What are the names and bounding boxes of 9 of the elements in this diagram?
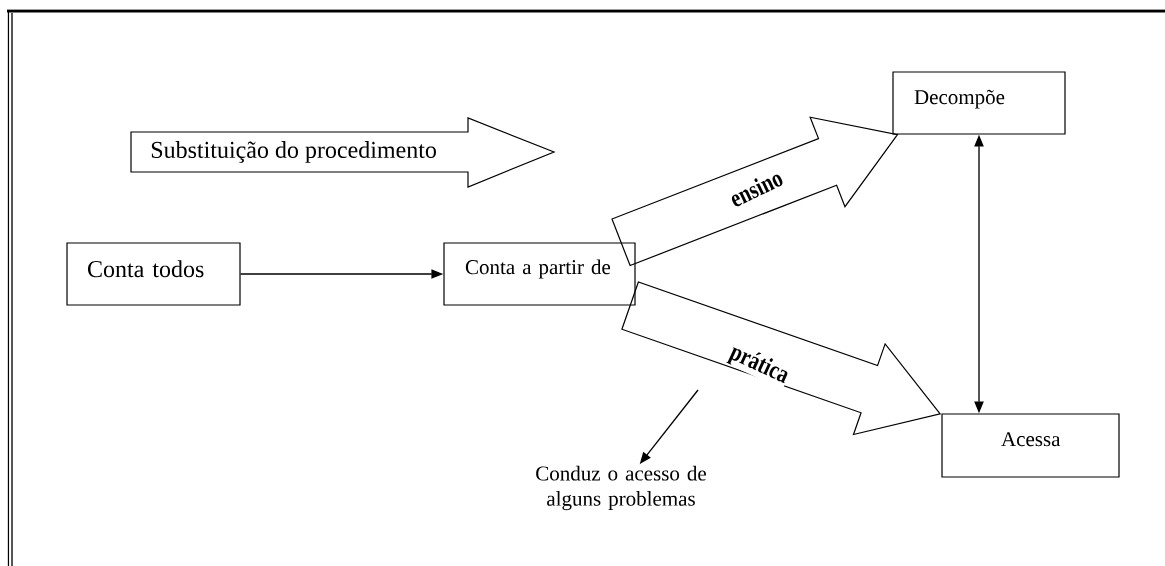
process-box: Acessa	[941, 413, 1120, 478]
process-box: Conta todos	[66, 242, 241, 306]
edge-label: ensino	[726, 167, 786, 209]
edge-label: prática	[725, 340, 793, 390]
note-text: Conduz o acesso de alguns problemas	[536, 465, 706, 511]
block-arrow	[611, 116, 899, 267]
process-box: Decompõe	[892, 71, 1066, 135]
process-box: Conta a partir de	[443, 242, 636, 306]
block-arrow	[621, 281, 942, 436]
